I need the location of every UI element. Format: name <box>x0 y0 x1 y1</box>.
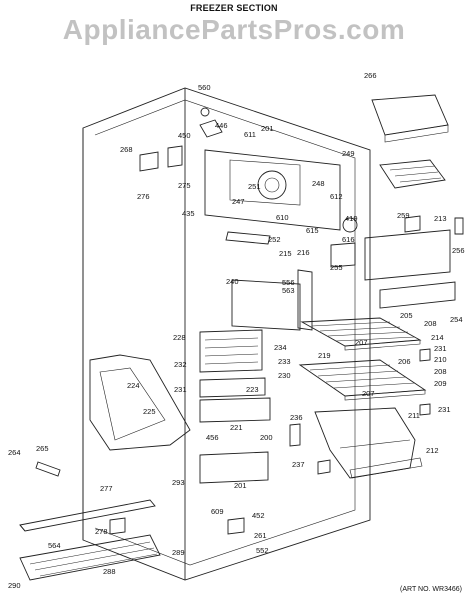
part-number: 254 <box>450 315 463 324</box>
part-number: 248 <box>312 179 325 188</box>
section-title: FREEZER SECTION <box>190 3 278 13</box>
part-number: 611 <box>244 130 256 139</box>
part-number: 610 <box>276 213 289 222</box>
part-number: 609 <box>211 507 224 516</box>
part-number: 265 <box>36 444 49 453</box>
part-number: 276 <box>137 192 150 201</box>
part-number: 237 <box>292 460 305 469</box>
part-number: 255 <box>330 263 343 272</box>
part-number: 210 <box>434 355 447 364</box>
part-number: 208 <box>424 319 437 328</box>
part-number: 219 <box>318 351 331 360</box>
part-number: 277 <box>100 484 113 493</box>
part-number: 228 <box>173 333 186 342</box>
part-number: 612 <box>330 192 343 201</box>
part-number: 230 <box>278 371 291 380</box>
part-number: 221 <box>230 423 243 432</box>
art-number: (ART NO. WR3466) <box>400 586 462 593</box>
part-number: 236 <box>290 413 303 422</box>
part-number: 206 <box>398 357 411 366</box>
part-number: 201 <box>234 481 247 490</box>
part-number: 259 <box>397 211 410 220</box>
part-number: 207 <box>355 338 368 347</box>
part-number: 556 <box>282 278 295 287</box>
part-number: 252 <box>268 235 281 244</box>
part-number: 615 <box>306 226 319 235</box>
part-number: 616 <box>342 235 355 244</box>
part-number: 456 <box>206 433 219 442</box>
part-number: 231 <box>434 344 447 353</box>
part-number-labels: 560 446 450 611 201 266 268 275 276 251 … <box>8 71 465 590</box>
part-number: 223 <box>246 385 259 394</box>
part-number: 225 <box>143 407 156 416</box>
part-number: 560 <box>198 83 211 92</box>
part-number: 419 <box>345 214 358 223</box>
part-number: 232 <box>174 360 187 369</box>
watermark: AppliancePartsPros.com <box>62 14 406 45</box>
part-number: 261 <box>254 531 267 540</box>
part-number: 249 <box>342 149 355 158</box>
part-number: 215 <box>279 249 292 258</box>
part-number: 209 <box>434 379 447 388</box>
part-number: 452 <box>252 511 265 520</box>
part-number: 212 <box>426 446 439 455</box>
part-number: 266 <box>364 71 377 80</box>
part-number: 207 <box>362 389 375 398</box>
part-number: 278 <box>95 527 108 536</box>
part-number: 211 <box>408 411 420 420</box>
part-number: 288 <box>103 567 116 576</box>
part-number: 205 <box>400 311 413 320</box>
part-number: 275 <box>178 181 191 190</box>
part-number: 446 <box>215 121 228 130</box>
part-number: 240 <box>226 277 239 286</box>
part-number: 216 <box>297 248 310 257</box>
part-number: 264 <box>8 448 21 457</box>
part-number: 233 <box>278 357 291 366</box>
line-art <box>19 87 464 581</box>
part-number: 208 <box>434 367 447 376</box>
part-number: 293 <box>172 478 185 487</box>
part-number: 224 <box>127 381 140 390</box>
part-number: 552 <box>256 546 269 555</box>
part-number: 200 <box>260 433 273 442</box>
part-number: 231 <box>174 385 187 394</box>
part-number: 247 <box>232 197 245 206</box>
part-number: 450 <box>178 131 191 140</box>
part-number: 435 <box>182 209 195 218</box>
part-number: 289 <box>172 548 185 557</box>
part-number: 563 <box>282 286 295 295</box>
part-number: 214 <box>431 333 444 342</box>
part-number: 234 <box>274 343 287 352</box>
part-number: 251 <box>248 182 261 191</box>
part-number: 231 <box>438 405 451 414</box>
part-number: 268 <box>120 145 133 154</box>
part-number: 290 <box>8 581 21 590</box>
part-number: 564 <box>48 541 61 550</box>
part-number: 213 <box>434 214 447 223</box>
part-number: 256 <box>452 246 465 255</box>
part-number: 201 <box>261 124 274 133</box>
